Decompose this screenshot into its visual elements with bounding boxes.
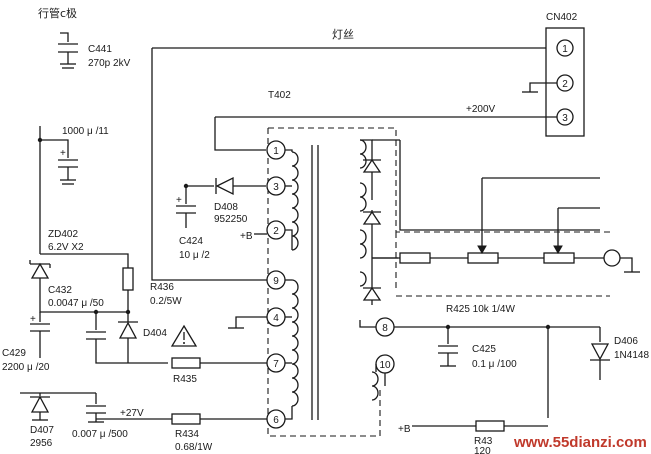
r43x-label: R43 bbox=[474, 436, 493, 447]
diode-d404 bbox=[118, 312, 138, 363]
resistor-r43x bbox=[475, 420, 548, 432]
zd402-value: 6.2V X2 bbox=[48, 242, 84, 253]
t402-pin-6: 6 bbox=[266, 409, 286, 429]
svg-text:3: 3 bbox=[562, 113, 568, 124]
resistor-r434 bbox=[171, 413, 267, 425]
d406-label: D406 bbox=[614, 336, 638, 347]
capacitor-c441 bbox=[58, 43, 78, 69]
capacitor-1000u: + bbox=[58, 148, 78, 185]
c441-label: C441 bbox=[88, 44, 112, 55]
cn402-label: CN402 bbox=[546, 12, 578, 23]
t402-pin-10: 10 bbox=[375, 354, 395, 374]
svg-text:7: 7 bbox=[273, 359, 279, 370]
c429-value: 2200 μ /20 bbox=[2, 362, 50, 373]
diode-d408 bbox=[215, 176, 266, 196]
filament-label: 灯丝 bbox=[332, 28, 354, 41]
t402-pin-4: 4 bbox=[266, 307, 286, 327]
cn402-pin-3: 3 bbox=[556, 108, 574, 126]
capacitor-c432 bbox=[86, 312, 168, 364]
t402-pin-7: 7 bbox=[266, 353, 286, 373]
cap-1000-label: 1000 μ /11 bbox=[62, 126, 109, 137]
c441-value: 270p 2kV bbox=[88, 58, 131, 69]
d408-label: D408 bbox=[214, 202, 238, 213]
svg-text:3: 3 bbox=[273, 182, 279, 193]
diode-d406 bbox=[590, 327, 610, 380]
watermark: www.55dianzi.com bbox=[513, 434, 647, 451]
hv-cap-title: 行管c极 bbox=[38, 6, 77, 20]
zd402-label: ZD402 bbox=[48, 229, 78, 240]
t402-pin-1: 1 bbox=[266, 140, 286, 160]
transformer-winding-upper bbox=[285, 149, 299, 251]
resistor-focus-1 bbox=[399, 252, 431, 264]
plus-b-label: +B bbox=[240, 231, 253, 242]
v27-label: +27V bbox=[120, 408, 144, 419]
r425-label: R425 10k 1/4W bbox=[446, 304, 515, 315]
transformer-winding-lower bbox=[285, 279, 299, 420]
svg-text:1: 1 bbox=[273, 146, 279, 157]
c432-label: C432 bbox=[48, 285, 72, 296]
svg-text:+: + bbox=[30, 314, 36, 325]
svg-text:4: 4 bbox=[273, 313, 279, 324]
d407-label: D407 bbox=[30, 425, 54, 436]
r435-label: R435 bbox=[173, 374, 197, 385]
d406-value: 1N4148 bbox=[614, 350, 649, 361]
t402-label: T402 bbox=[268, 90, 291, 101]
t402-pin-9: 9 bbox=[266, 270, 286, 290]
d407-value: 2956 bbox=[30, 438, 53, 449]
r434-label: R434 bbox=[175, 429, 199, 440]
svg-text:10: 10 bbox=[379, 360, 391, 371]
resistor-r435 bbox=[171, 357, 267, 369]
cap-007-value: 0.007 μ /500 bbox=[72, 429, 128, 440]
resistor-r436 bbox=[122, 267, 134, 291]
r434-value: 0.68/1W bbox=[175, 442, 213, 453]
svg-text:1: 1 bbox=[562, 44, 568, 55]
transformer-secondary bbox=[359, 139, 400, 401]
svg-text:+: + bbox=[176, 195, 182, 206]
t402-pin-8: 8 bbox=[375, 317, 395, 337]
t402-pin-3: 3 bbox=[266, 176, 286, 196]
r436-label: R436 bbox=[150, 282, 174, 293]
capacitor-c425 bbox=[438, 327, 458, 367]
diode-d407 bbox=[30, 393, 50, 421]
c425-label: C425 bbox=[472, 344, 496, 355]
capacitor-007u bbox=[86, 393, 106, 423]
plus-b2-label: +B bbox=[398, 424, 411, 435]
svg-text:2: 2 bbox=[562, 79, 568, 90]
t402-pin-2: 2 bbox=[266, 220, 286, 240]
resistor-focus-2 bbox=[467, 252, 499, 264]
svg-text:2: 2 bbox=[273, 226, 279, 237]
c432-value: 0.0047 μ /50 bbox=[48, 298, 104, 309]
c424-label: C424 bbox=[179, 236, 203, 247]
v200-label: +200V bbox=[466, 104, 496, 115]
c425-value: 0.1 μ /100 bbox=[472, 359, 517, 370]
resistor-focus-3 bbox=[543, 252, 575, 264]
c429-label: C429 bbox=[2, 348, 26, 359]
d404-label: D404 bbox=[143, 328, 167, 339]
svg-text:8: 8 bbox=[382, 323, 388, 334]
cn402-pin-1: 1 bbox=[556, 39, 574, 57]
svg-text:6: 6 bbox=[273, 415, 279, 426]
output-terminal bbox=[603, 249, 621, 267]
warning-triangle-icon bbox=[170, 324, 198, 347]
c424-value: 10 μ /2 bbox=[179, 250, 210, 261]
r436-value: 0.2/5W bbox=[150, 296, 182, 307]
capacitor-c424: + bbox=[176, 186, 196, 228]
svg-text:+: + bbox=[60, 148, 66, 159]
svg-text:9: 9 bbox=[273, 276, 279, 287]
zener-diode-zd402 bbox=[29, 246, 51, 300]
r43x-value: 120 bbox=[474, 446, 491, 454]
d408-value: 952250 bbox=[214, 214, 248, 225]
capacitor-c429: + bbox=[30, 312, 50, 358]
cn402-pin-2: 2 bbox=[556, 74, 574, 92]
